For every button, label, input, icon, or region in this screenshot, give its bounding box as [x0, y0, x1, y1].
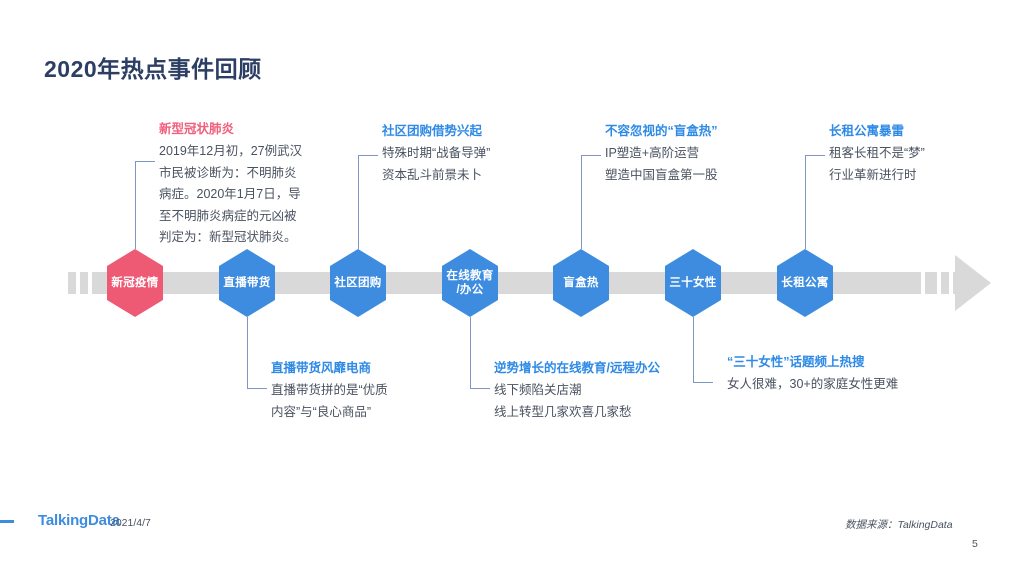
callout-bottom-0: 直播带货风靡电商 直播带货拼的是“优质 内容”与“良心商品”: [271, 359, 388, 423]
callout-heading: “三十女性”话题频上热搜: [727, 355, 865, 369]
callout-line: 塑造中国盲盒第一股: [605, 167, 718, 182]
right-arrow-icon: [955, 255, 991, 311]
callout-heading: 社区团购借势兴起: [382, 124, 483, 138]
callout-line: 女人很难，30+的家庭女性更难: [727, 377, 899, 392]
timeline-node-5[interactable]: 三十女性: [665, 249, 721, 317]
timeline-node-label: 三十女性: [669, 276, 717, 289]
timeline-node-label: 新冠疫情: [111, 276, 159, 289]
timeline-node-2[interactable]: 社区团购: [330, 249, 386, 317]
brand-logo: TalkingData: [38, 512, 120, 529]
page-number: 5: [972, 538, 978, 550]
callout-line: 判定为：新型冠状肺炎。: [159, 230, 297, 245]
timeline-node-label: 盲盒热: [563, 276, 599, 289]
footer-date: 2021/4/7: [110, 517, 151, 529]
callout-heading: 逆势增长的在线教育/远程办公: [494, 361, 660, 375]
timeline-node-1[interactable]: 直播带货: [219, 249, 275, 317]
callout-line: 租客长租不是“梦”: [829, 146, 925, 161]
timeline-node-label: 社区团购: [334, 276, 382, 289]
callout-line: 市民被诊断为：不明肺炎: [159, 165, 297, 180]
callout-heading: 长租公寓暴雷: [829, 124, 905, 138]
source-note: 数据来源：TalkingData: [845, 519, 953, 531]
timeline-node-4[interactable]: 盲盒热: [553, 249, 609, 317]
track-segment: [92, 272, 109, 294]
callout-line: 行业革新进行时: [829, 167, 917, 182]
track-segment: [925, 272, 937, 294]
callout-line: 线上转型几家欢喜几家愁: [494, 404, 632, 419]
timeline-node-0[interactable]: 新冠疫情: [107, 249, 163, 317]
callout-line: 直播带货拼的是“优质: [271, 383, 388, 398]
timeline-node-label: 直播带货: [223, 276, 271, 289]
timeline-node-label: 在线教育: [446, 269, 494, 282]
callout-top-0: 新型冠状肺炎 2019年12月初，27例武汉 市民被诊断为：不明肺炎 病症。20…: [159, 120, 302, 249]
track-segment: [80, 272, 88, 294]
callout-bottom-2: “三十女性”话题频上热搜 女人很难，30+的家庭女性更难: [727, 353, 898, 396]
footer-accent-bar: [0, 520, 14, 523]
timeline-node-6[interactable]: 长租公寓: [777, 249, 833, 317]
callout-line: 至不明肺炎病症的元凶被: [159, 208, 297, 223]
track-segment: [68, 272, 76, 294]
callout-line: 线下频陷关店潮: [494, 383, 582, 398]
timeline-node-3[interactable]: 在线教育 /办公: [442, 249, 498, 317]
callout-top-3: 长租公寓暴雷 租客长租不是“梦” 行业革新进行时: [829, 122, 925, 186]
callout-line: IP塑造+高阶运营: [605, 146, 700, 161]
timeline-node-label: 长租公寓: [781, 276, 829, 289]
callout-heading: 新型冠状肺炎: [159, 122, 235, 136]
track-segment: [905, 272, 921, 294]
timeline-track: 新冠疫情 直播带货 社区团购 在线教育 /办公 盲盒热 三十女性 长租公寓: [0, 246, 1014, 336]
page-title: 2020年热点事件回顾: [44, 56, 262, 82]
callout-line: 特殊时期“战备导弹”: [382, 146, 491, 161]
callout-line: 病症。2020年1月7日，导: [159, 187, 301, 202]
callout-bottom-1: 逆势增长的在线教育/远程办公 线下频陷关店潮 线上转型几家欢喜几家愁: [494, 359, 660, 423]
timeline-node-label-second: /办公: [456, 284, 484, 296]
callout-line: 2019年12月初，27例武汉: [159, 144, 303, 159]
callout-heading: 直播带货风靡电商: [271, 361, 372, 375]
track-segment: [941, 272, 949, 294]
callout-line: 资本乱斗前景未卜: [382, 167, 483, 182]
callout-line: 内容”与“良心商品”: [271, 404, 371, 419]
callout-top-1: 社区团购借势兴起 特殊时期“战备导弹” 资本乱斗前景未卜: [382, 122, 490, 186]
callout-top-2: 不容忽视的“盲盒热” IP塑造+高阶运营 塑造中国盲盒第一股: [605, 122, 718, 186]
callout-heading: 不容忽视的“盲盒热”: [605, 124, 718, 138]
